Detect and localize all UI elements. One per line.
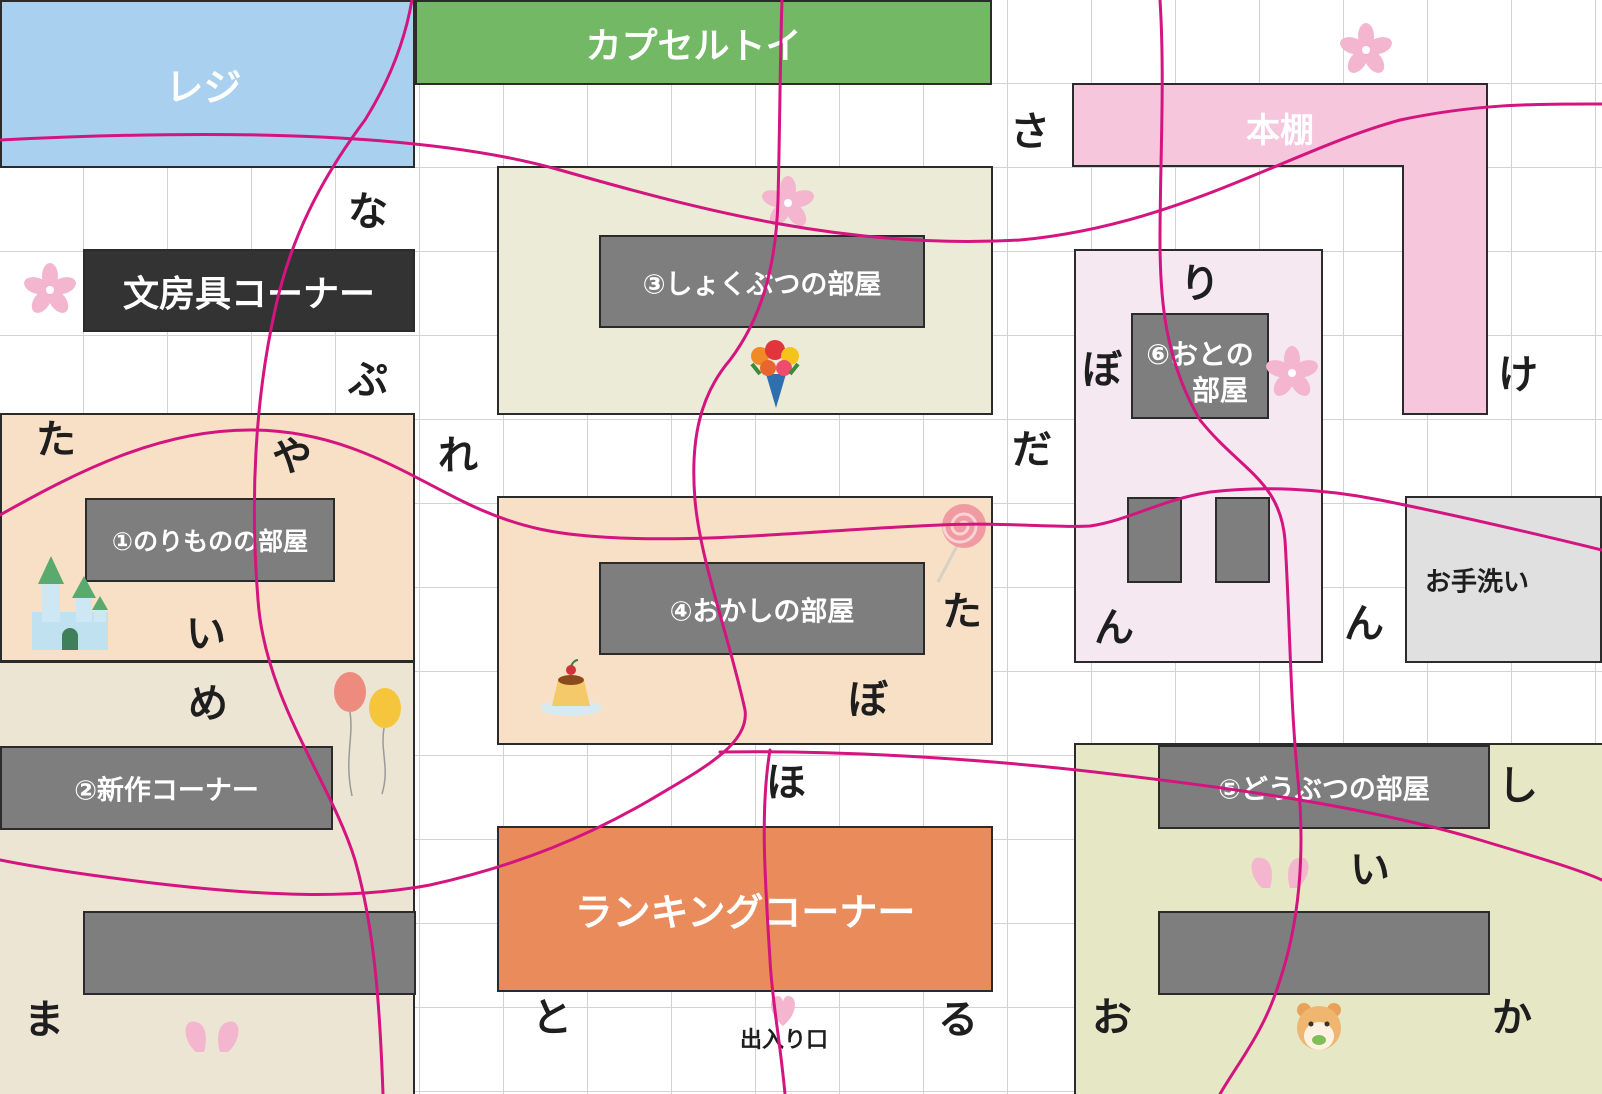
capsule-toy-area: カプセルトイ: [415, 0, 992, 85]
kana-i: い: [186, 611, 226, 657]
animal-room-shelf-bottom: [1158, 911, 1490, 995]
kana-ya: や: [272, 434, 312, 480]
kana-ma: ま: [24, 997, 64, 1043]
kana-n: ん: [1094, 605, 1134, 651]
hearts-icon: [185, 1021, 239, 1052]
kana-sa: さ: [1010, 109, 1050, 155]
animal-room-label: ⑤どうぶつの部屋: [1218, 774, 1430, 806]
kana-bo: ぼ: [1082, 347, 1122, 393]
plant-room: ③しょくぶつの部屋: [497, 166, 993, 415]
new-items-shelf-bottom: [83, 911, 416, 995]
vehicle-room-shelf: ①のりものの部屋: [85, 498, 335, 582]
stationery-label: 文房具コーナー: [122, 273, 375, 315]
kana-bo-2: ぼ: [848, 677, 888, 723]
kana-ru: る: [938, 997, 978, 1043]
sakura-icon: [1340, 23, 1392, 73]
kana-o: お: [1092, 995, 1132, 1041]
kana-na: な: [348, 189, 388, 235]
kana-ka: か: [1492, 995, 1532, 1041]
vehicle-room-label: ①のりものの部屋: [111, 527, 309, 556]
new-items-label: ②新作コーナー: [74, 775, 259, 807]
kana-pu: ぷ: [348, 357, 388, 403]
music-room-label-1: ⑥おとの: [1146, 338, 1254, 371]
kana-da: だ: [1012, 427, 1052, 473]
kana-ho: ほ: [766, 760, 806, 806]
sakura-icon: [1266, 346, 1318, 396]
kana-ta: た: [36, 417, 76, 463]
kana-i-2: い: [1350, 847, 1390, 893]
register-label: レジ: [165, 65, 242, 110]
ranking-label: ランキングコーナー: [574, 890, 916, 935]
hamster-icon: [1297, 1003, 1341, 1050]
castle-icon: [32, 556, 108, 650]
sakura-icon: [24, 263, 76, 313]
washroom: お手洗い: [1405, 496, 1602, 663]
kana-ri: り: [1180, 261, 1220, 307]
plant-room-label: ③しょくぶつの部屋: [642, 269, 882, 300]
capsule-toy-label: カプセルトイ: [585, 25, 802, 67]
washroom-label: お手洗い: [1425, 567, 1530, 597]
hearts-icon: [1251, 857, 1309, 888]
bookshelf-label: 本棚: [1246, 111, 1314, 151]
entrance-label: 出入り口: [740, 1028, 829, 1053]
snack-room-label: ④おかしの部屋: [669, 596, 855, 627]
register-area: レジ: [0, 0, 415, 168]
kana-shi: し: [1498, 763, 1538, 809]
lollipop-icon: [936, 504, 986, 583]
kana-ke: け: [1498, 352, 1538, 398]
kana-n-2: ん: [1344, 601, 1384, 647]
ranking-corner: ランキングコーナー: [497, 826, 993, 992]
kana-re: れ: [438, 433, 478, 479]
snack-room-shelf: ④おかしの部屋: [599, 562, 925, 655]
stationery-corner: 文房具コーナー: [83, 249, 415, 332]
new-items-shelf: ②新作コーナー: [0, 746, 333, 830]
music-room-shelf-right: [1215, 497, 1270, 583]
animal-room-shelf: ⑤どうぶつの部屋: [1158, 745, 1490, 829]
balloons-icon: [334, 672, 401, 797]
bouquet-icon: [750, 340, 800, 408]
music-room-shelf: ⑥おとの 部屋: [1131, 313, 1269, 419]
music-room-shelf-left: [1127, 497, 1182, 583]
kana-ta-2: た: [942, 589, 982, 635]
kana-me: め: [188, 681, 228, 727]
kana-to: と: [532, 995, 572, 1041]
pudding-icon: [540, 659, 602, 716]
sakura-icon: [762, 176, 814, 226]
plant-room-shelf: ③しょくぶつの部屋: [599, 235, 925, 328]
